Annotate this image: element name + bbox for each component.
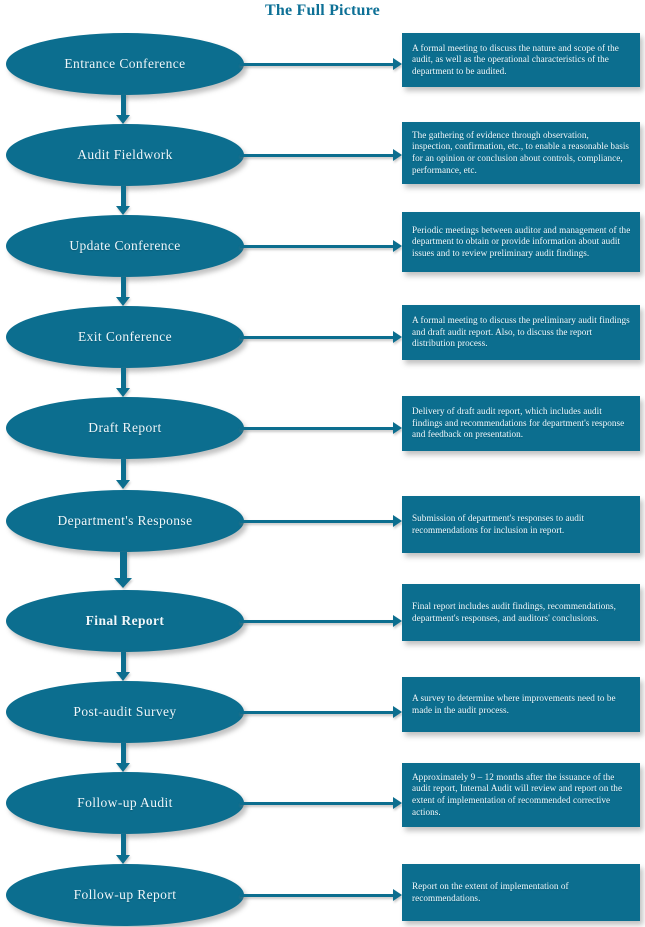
connector-draft-report-to-description [240, 422, 404, 434]
connector-line [240, 154, 395, 157]
node-post-audit-survey[interactable]: Post-audit Survey [6, 681, 244, 743]
connector-line [240, 336, 395, 339]
node-label: Update Conference [69, 238, 181, 253]
arrow-down-icon [116, 855, 130, 864]
arrow-stem [120, 652, 126, 674]
description-text: Report on the extent of implementation o… [412, 880, 569, 903]
description-post-audit-survey: A survey to determine where improvements… [402, 677, 640, 732]
connector-departments-response-to-description [240, 515, 404, 527]
arrow-down-icon [116, 763, 130, 772]
arrow-down-icon [116, 206, 130, 215]
connector-line [240, 245, 395, 248]
page-title: The Full Picture [265, 2, 380, 19]
connector-line [240, 711, 395, 714]
arrow-stem [120, 368, 126, 390]
connector-audit-fieldwork-to-description [240, 149, 404, 161]
arrow-audit-fieldwork-to-update-conference [115, 186, 131, 216]
connector-line [240, 520, 395, 523]
arrowhead-icon [393, 706, 402, 718]
arrow-down-icon [116, 672, 130, 681]
node-audit-fieldwork[interactable]: Audit Fieldwork [6, 124, 244, 186]
arrowhead-icon [393, 422, 402, 434]
arrow-down-icon [116, 388, 130, 397]
arrowhead-icon [393, 889, 402, 901]
description-draft-report: Delivery of draft audit report, which in… [402, 396, 640, 451]
connector-post-audit-survey-to-description [240, 706, 404, 718]
description-text: The gathering of evidence through observ… [412, 129, 630, 175]
description-text: Submission of department's responses to … [412, 512, 585, 535]
description-text: A survey to determine where improvements… [412, 692, 616, 715]
description-text: Approximately 9 – 12 months after the is… [412, 771, 623, 817]
node-label: Follow-up Report [73, 887, 177, 902]
arrow-stem [120, 95, 126, 117]
arrowhead-icon [393, 615, 402, 627]
node-label: Department's Response [57, 513, 193, 528]
connector-exit-conference-to-description [240, 331, 404, 343]
connector-line [240, 894, 395, 897]
arrow-down-icon [114, 578, 132, 588]
description-final-report: Final report includes audit findings, re… [402, 584, 640, 641]
description-audit-fieldwork: The gathering of evidence through observ… [402, 122, 640, 184]
node-update-conference[interactable]: Update Conference [6, 215, 244, 277]
description-text: Delivery of draft audit report, which in… [412, 406, 625, 440]
connector-line [240, 427, 395, 430]
node-label: Final Report [85, 613, 165, 628]
arrow-final-report-to-post-audit-survey [115, 652, 131, 682]
node-label: Exit Conference [77, 329, 173, 344]
node-follow-up-audit[interactable]: Follow-up Audit [6, 772, 244, 834]
arrow-draft-report-to-departments-response [115, 459, 131, 491]
arrow-down-icon [116, 297, 130, 306]
node-final-report[interactable]: Final Report [6, 590, 244, 652]
arrow-down-icon [116, 115, 130, 124]
description-text: Periodic meetings between auditor and ma… [412, 224, 631, 258]
arrow-stem [120, 459, 126, 482]
connector-update-conference-to-description [240, 240, 404, 252]
description-update-conference: Periodic meetings between auditor and ma… [402, 212, 640, 272]
connector-line [240, 620, 395, 623]
arrowhead-icon [393, 797, 402, 809]
arrow-post-audit-survey-to-follow-up-audit [115, 743, 131, 773]
connector-follow-up-audit-to-description [240, 797, 404, 809]
description-departments-response: Submission of department's responses to … [402, 496, 640, 553]
arrow-exit-conference-to-draft-report [115, 368, 131, 398]
arrow-stem [120, 834, 126, 857]
description-entrance-conference: A formal meeting to discuss the nature a… [402, 33, 640, 87]
description-text: Final report includes audit findings, re… [412, 600, 617, 623]
arrow-departments-response-to-final-report [113, 552, 133, 589]
description-follow-up-audit: Approximately 9 – 12 months after the is… [402, 763, 640, 827]
arrow-down-icon [116, 480, 130, 489]
description-follow-up-report: Report on the extent of implementation o… [402, 864, 640, 921]
connector-entrance-conference-to-description [240, 58, 404, 70]
arrow-follow-up-audit-to-follow-up-report [115, 834, 131, 866]
node-exit-conference[interactable]: Exit Conference [6, 306, 244, 368]
arrowhead-icon [393, 240, 402, 252]
node-follow-up-report[interactable]: Follow-up Report [6, 864, 244, 926]
connector-final-report-to-description [240, 615, 404, 627]
arrowhead-icon [393, 331, 402, 343]
connector-follow-up-report-to-description [240, 889, 404, 901]
description-exit-conference: A formal meeting to discuss the prelimin… [402, 305, 640, 360]
node-label: Follow-up Audit [77, 795, 173, 810]
node-label: Audit Fieldwork [77, 147, 173, 162]
arrow-stem [120, 743, 126, 765]
node-draft-report[interactable]: Draft Report [6, 397, 244, 459]
arrowhead-icon [393, 149, 402, 161]
arrowhead-icon [393, 515, 402, 527]
arrow-stem [119, 552, 127, 580]
arrow-update-conference-to-exit-conference [115, 277, 131, 307]
node-label: Entrance Conference [64, 56, 186, 71]
node-label: Draft Report [88, 420, 162, 435]
node-departments-response[interactable]: Department's Response [6, 490, 244, 552]
description-text: A formal meeting to discuss the nature a… [412, 42, 619, 76]
arrow-entrance-conference-to-audit-fieldwork [115, 95, 131, 125]
description-text: A formal meeting to discuss the prelimin… [412, 315, 630, 349]
arrow-stem [120, 186, 126, 208]
node-entrance-conference[interactable]: Entrance Conference [6, 33, 244, 95]
connector-line [240, 802, 395, 805]
connector-line [240, 63, 395, 66]
arrowhead-icon [393, 58, 402, 70]
node-label: Post-audit Survey [73, 704, 177, 719]
arrow-stem [120, 277, 126, 299]
